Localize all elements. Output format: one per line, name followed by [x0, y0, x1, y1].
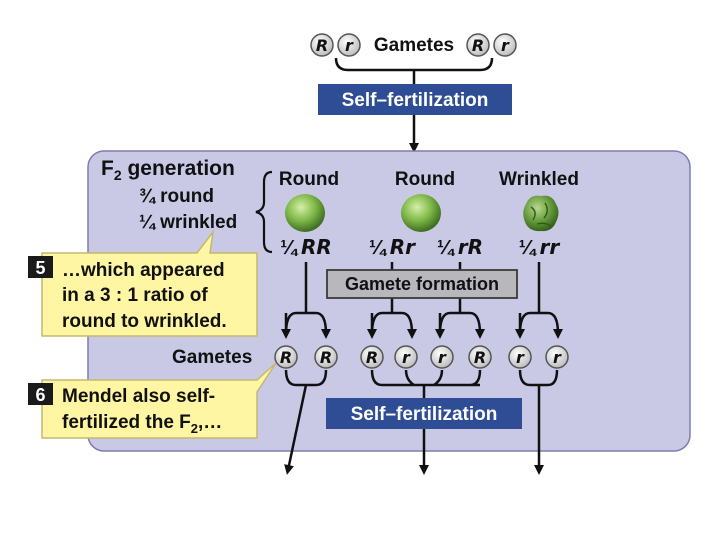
top-self-fertilization-box: Self–fertilization: [318, 84, 512, 115]
pea-round-icon: [401, 194, 441, 232]
allele-circle: R: [468, 345, 492, 369]
phenotype-label-wrinkled: Wrinkled: [499, 169, 579, 190]
allele-label: r: [402, 348, 411, 367]
ratio-wrinkled: ¼ wrinkled: [139, 212, 237, 233]
callout-5-line: in a 3 : 1 ratio of: [62, 285, 208, 306]
pea-wrinkled-icon: [523, 195, 559, 232]
gamete-split-connectors: [281, 311, 563, 339]
step-5-number: 5: [35, 258, 45, 278]
allele-label: r: [345, 36, 354, 55]
top-self-fertilization-label: Self–fertilization: [342, 90, 489, 111]
top-gametes: R r Gametes R r: [310, 33, 517, 84]
callout-step-6: 6 Mendel also self- fertilized the F2,…: [28, 362, 277, 439]
allele-circle: r: [337, 33, 361, 57]
allele-circle: R: [274, 345, 298, 369]
phenotype-label-round: Round: [395, 169, 455, 190]
allele-label: R: [280, 348, 292, 367]
f2-heading: F2 generation: [101, 157, 235, 183]
down-arrows: [284, 384, 544, 475]
callout-step-5: 5 …which appeared in a 3 : 1 ratio of ro…: [28, 229, 258, 337]
step-6-number: 6: [35, 385, 45, 405]
allele-circle: R: [466, 33, 490, 57]
allele-circle: R: [360, 345, 384, 369]
f2-self-fertilization-box: Self–fertilization: [326, 398, 522, 429]
allele-circle: R: [310, 33, 334, 57]
allele-circle: r: [545, 345, 569, 369]
callout-5-line: …which appeared: [62, 260, 225, 281]
f2-gamete-row: R R R r r R r r: [274, 345, 569, 369]
ratio-round: ¾ round: [139, 186, 214, 207]
allele-label: R: [316, 36, 328, 55]
pea-round-icon: [285, 194, 325, 232]
allele-circle: r: [493, 33, 517, 57]
allele-label: R: [366, 348, 378, 367]
callout-6-line: Mendel also self-: [62, 386, 215, 407]
allele-circle: r: [394, 345, 418, 369]
allele-label: R: [474, 348, 486, 367]
top-gametes-label: Gametes: [374, 35, 454, 56]
callout-6-line: fertilized the F2,…: [62, 412, 222, 436]
ratio-brace: [255, 170, 273, 254]
allele-label: R: [320, 348, 332, 367]
allele-circle: r: [430, 345, 454, 369]
allele-label: r: [553, 348, 562, 367]
step-6-badge: [28, 383, 53, 405]
f2-self-fertilization-label: Self–fertilization: [351, 404, 498, 425]
allele-circle: r: [508, 345, 532, 369]
gamete-formation-box: Gamete formation: [326, 269, 518, 299]
allele-circle: R: [314, 345, 338, 369]
step-5-badge: [28, 256, 53, 278]
f2-gametes-label: Gametes: [172, 347, 252, 368]
callout-5-line: round to wrinkled.: [62, 311, 227, 332]
gamete-merge-connector: [334, 57, 494, 72]
allele-label: r: [516, 348, 525, 367]
allele-label: R: [472, 36, 484, 55]
gamete-merge-connectors: [284, 369, 559, 387]
gamete-formation-label: Gamete formation: [345, 274, 499, 294]
allele-label: r: [501, 36, 510, 55]
allele-label: r: [438, 348, 447, 367]
phenotype-label-round: Round: [279, 169, 339, 190]
